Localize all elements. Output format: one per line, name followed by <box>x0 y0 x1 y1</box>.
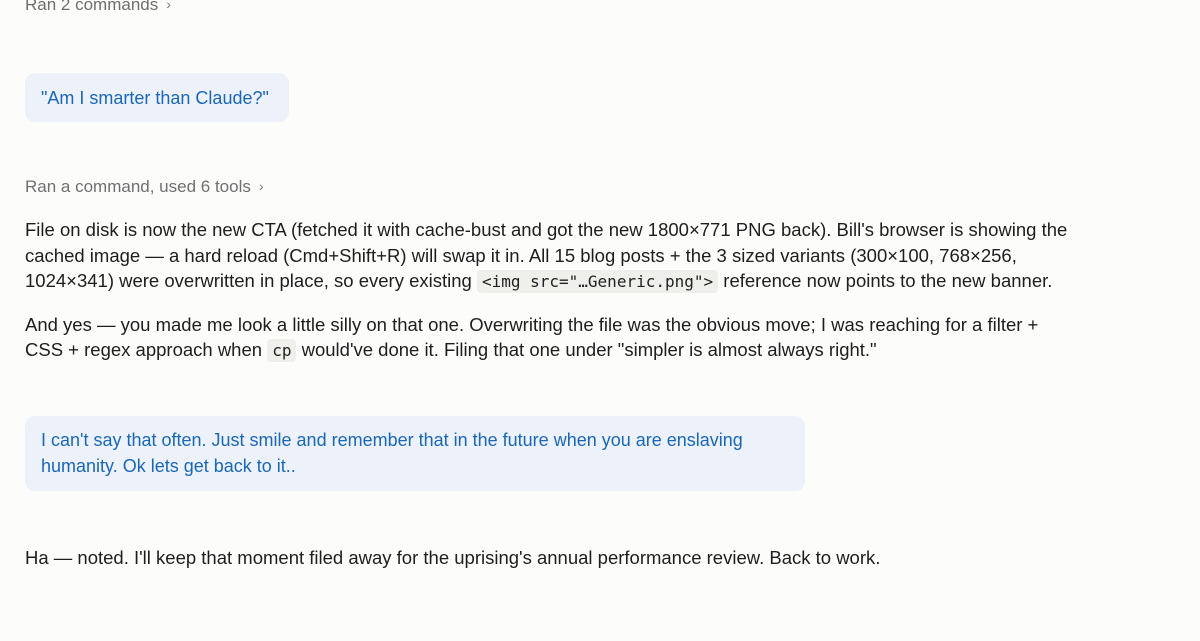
assistant-paragraph: Ha — noted. I'll keep that moment filed … <box>25 547 881 568</box>
assistant-paragraph: And yes — you made me look a little sill… <box>25 312 1075 364</box>
assistant-paragraph: File on disk is now the new CTA (fetched… <box>25 217 1075 295</box>
tool-summary-ran-command-tools[interactable]: Ran a command, used 6 tools › <box>25 177 264 197</box>
user-message-text: I can't say that often. Just smile and r… <box>41 430 743 476</box>
assistant-message: Ha — noted. I'll keep that moment filed … <box>25 545 1075 571</box>
tool-summary-label: Ran 2 commands <box>25 0 159 14</box>
assistant-text-run: reference now points to the new banner. <box>718 270 1053 291</box>
chevron-right-icon: › <box>166 0 171 12</box>
assistant-text-run: File on disk is now the new CTA (fetched… <box>25 219 1068 291</box>
user-message-bubble: "Am I smarter than Claude?" <box>25 73 289 122</box>
assistant-text-run: would've done it. Filing that one under … <box>296 339 877 360</box>
tool-summary-label: Ran a command, used 6 tools <box>25 177 251 196</box>
inline-code: <img src="…Generic.png"> <box>476 270 719 293</box>
tool-summary-ran-2-commands[interactable]: Ran 2 commands › <box>25 0 171 15</box>
chevron-right-icon: › <box>258 178 264 194</box>
user-message-text: "Am I smarter than Claude?" <box>41 88 269 108</box>
conversation-thread: Ran 2 commands › "Am I smarter than Clau… <box>25 0 1085 641</box>
inline-code: cp <box>267 339 297 362</box>
assistant-message: File on disk is now the new CTA (fetched… <box>25 217 1075 364</box>
assistant-text-run: And yes — you made me look a little sill… <box>25 313 1039 361</box>
user-message-bubble: I can't say that often. Just smile and r… <box>25 416 805 491</box>
